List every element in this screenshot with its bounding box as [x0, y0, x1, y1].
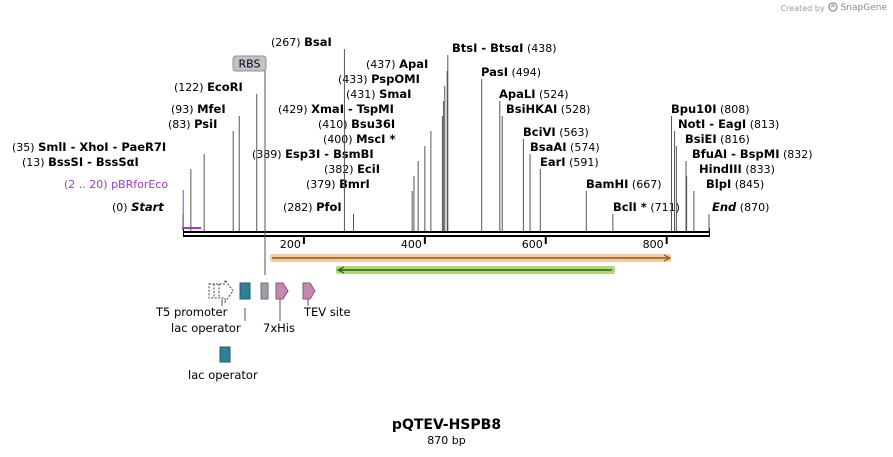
site-label: ApaLI (524) — [499, 87, 569, 101]
site-bsiei[interactable]: BsiEI (816) — [675, 132, 750, 231]
site-label: Bpu10I (808) — [671, 102, 750, 116]
site-bfuai[interactable]: BfuAI - BspMI (832) — [685, 147, 813, 231]
t5-promoter-label: T5 promoter — [155, 305, 228, 319]
lac-operator-icon[interactable] — [239, 282, 251, 300]
site-bsssi[interactable]: (13) BssSI - BssSαI — [22, 155, 192, 231]
site-smai[interactable]: (431) SmaI — [346, 87, 445, 231]
lac-operator-2-label: lac operator — [188, 368, 258, 382]
site-label: BciVI (563) — [523, 125, 589, 139]
site-end[interactable]: End (870) — [708, 200, 769, 231]
ruler-tick-label: 600 — [522, 238, 543, 251]
site-label: BsiHKAI (528) — [506, 102, 590, 116]
site-label: BclI * (711) — [613, 200, 680, 214]
plasmid-length: 870 bp — [427, 434, 466, 447]
snapgene-logo-icon — [827, 2, 838, 14]
credit-prefix: Created by — [780, 3, 825, 13]
site-apai[interactable]: (437) ApaI — [366, 57, 448, 231]
site-label: (429) XmaI - TspMI — [278, 102, 394, 116]
site-label: EarI (591) — [540, 155, 599, 169]
site-label: BsiEI (816) — [685, 132, 750, 146]
ruler-tick-label: 200 — [280, 238, 301, 251]
site-esp3i[interactable]: (389) Esp3I - BsmBI — [252, 147, 419, 231]
site-label: BlpI (845) — [706, 177, 764, 191]
site-mfei[interactable]: (93) MfeI — [171, 102, 240, 231]
site-pasi[interactable]: PasI (494) — [481, 65, 541, 231]
site-label: BamHI (667) — [586, 177, 662, 191]
rbs-label[interactable]: RBS — [232, 55, 267, 72]
site-label: (282) PfoI — [283, 200, 342, 214]
site-start[interactable]: (0) Start — [112, 200, 184, 231]
site-label: (382) EciI — [324, 162, 380, 176]
site-psii[interactable]: (83) PsiI — [168, 117, 234, 231]
primer-label: (2 .. 20) pBRforEco — [64, 178, 168, 191]
site-label: End (870) — [712, 200, 769, 214]
primer-pBRforEco[interactable] — [182, 227, 202, 229]
site-bamhi[interactable]: BamHI (667) — [585, 177, 662, 231]
ruler-tick-label: 800 — [643, 238, 664, 251]
site-label: BfuAI - BspMI (832) — [692, 147, 813, 161]
tev-site-label: TEV site — [303, 305, 351, 319]
site-label: (379) BmrI — [306, 177, 370, 191]
site-label: BsaAI (574) — [530, 140, 600, 154]
site-noti[interactable]: NotI - EagI (813) — [674, 117, 780, 231]
site-label: (433) PspOMI — [338, 72, 420, 86]
backbone-end-cap — [709, 228, 710, 237]
site-bsihkai[interactable]: BsiHKAI (528) — [501, 102, 590, 231]
site-ecori[interactable]: (122) EcoRI — [174, 80, 258, 231]
site-bsaai[interactable]: BsaAI (574) — [529, 140, 600, 231]
site-label: (0) Start — [112, 200, 164, 214]
backbone-top-strand — [183, 231, 709, 233]
site-apali[interactable]: ApaLI (524) — [499, 87, 569, 231]
site-label: (400) MscI * — [323, 132, 395, 146]
site-blpi[interactable]: BlpI (845) — [693, 177, 764, 231]
site-label: PasI (494) — [481, 65, 541, 79]
site-label: NotI - EagI (813) — [678, 117, 779, 131]
site-bsai[interactable]: (267) BsaI — [271, 35, 345, 231]
plasmid-name: pQTEV-HSPB8 — [391, 417, 502, 433]
site-hindiii[interactable]: HindIII (833) — [686, 162, 775, 231]
site-label: (437) ApaI — [366, 57, 428, 71]
site-label: (122) EcoRI — [174, 80, 243, 94]
rbs-feature-icon[interactable] — [260, 282, 269, 300]
site-label: (267) BsaI — [271, 35, 332, 49]
site-ecii[interactable]: (382) EciI — [324, 162, 415, 231]
site-xmai[interactable]: (429) XmaI - TspMI — [278, 102, 443, 231]
site-pspomi[interactable]: (433) PspOMI — [338, 72, 446, 231]
rbs-label-text: RBS — [239, 58, 261, 71]
site-bpu10i[interactable]: Bpu10I (808) — [671, 102, 750, 231]
site-label: (431) SmaI — [346, 87, 411, 101]
7xhis-icon[interactable] — [275, 282, 289, 300]
site-label: (389) Esp3I - BsmBI — [252, 147, 374, 161]
site-bcivi[interactable]: BciVI (563) — [522, 125, 589, 231]
site-label: (83) PsiI — [168, 117, 217, 131]
app-credit: Created by SnapGene — [781, 2, 887, 14]
backbone-start-cap — [183, 228, 184, 237]
site-pfoi[interactable]: (282) PfoI — [283, 200, 354, 231]
ruler-tick-label: 400 — [401, 238, 422, 251]
site-eari[interactable]: EarI (591) — [539, 155, 599, 231]
site-bmri[interactable]: (379) BmrI — [306, 177, 413, 231]
lac-operator-label: lac operator — [171, 321, 241, 335]
site-btsi[interactable]: BtsI - BtsαI (438) — [447, 41, 557, 231]
tev-site-icon[interactable] — [302, 282, 316, 300]
7xhis-label: 7xHis — [263, 321, 295, 335]
credit-brand: SnapGene — [840, 3, 887, 13]
site-label: (93) MfeI — [171, 102, 226, 116]
t5-promoter-icon[interactable] — [208, 278, 234, 304]
site-bcli[interactable]: BclI * (711) — [612, 200, 680, 231]
lac-operator-2-icon[interactable] — [219, 346, 231, 363]
site-label: (13) BssSI - BssSαI — [22, 155, 139, 169]
site-bsu36i[interactable]: (410) Bsu36I — [318, 117, 432, 231]
orf-outer-arrowhead — [663, 254, 672, 262]
site-label: (35) SmlI - XhoI - PaeR7I — [12, 140, 166, 154]
orf-inner-arrowhead — [336, 266, 345, 274]
site-msci[interactable]: (400) MscI * — [323, 132, 426, 231]
site-smli[interactable]: (35) SmlI - XhoI - PaeR7I — [12, 140, 205, 231]
backbone-bottom-strand — [183, 235, 709, 237]
site-label: BtsI - BtsαI (438) — [452, 41, 557, 55]
site-label: HindIII (833) — [699, 162, 775, 176]
site-label: (410) Bsu36I — [318, 117, 395, 131]
